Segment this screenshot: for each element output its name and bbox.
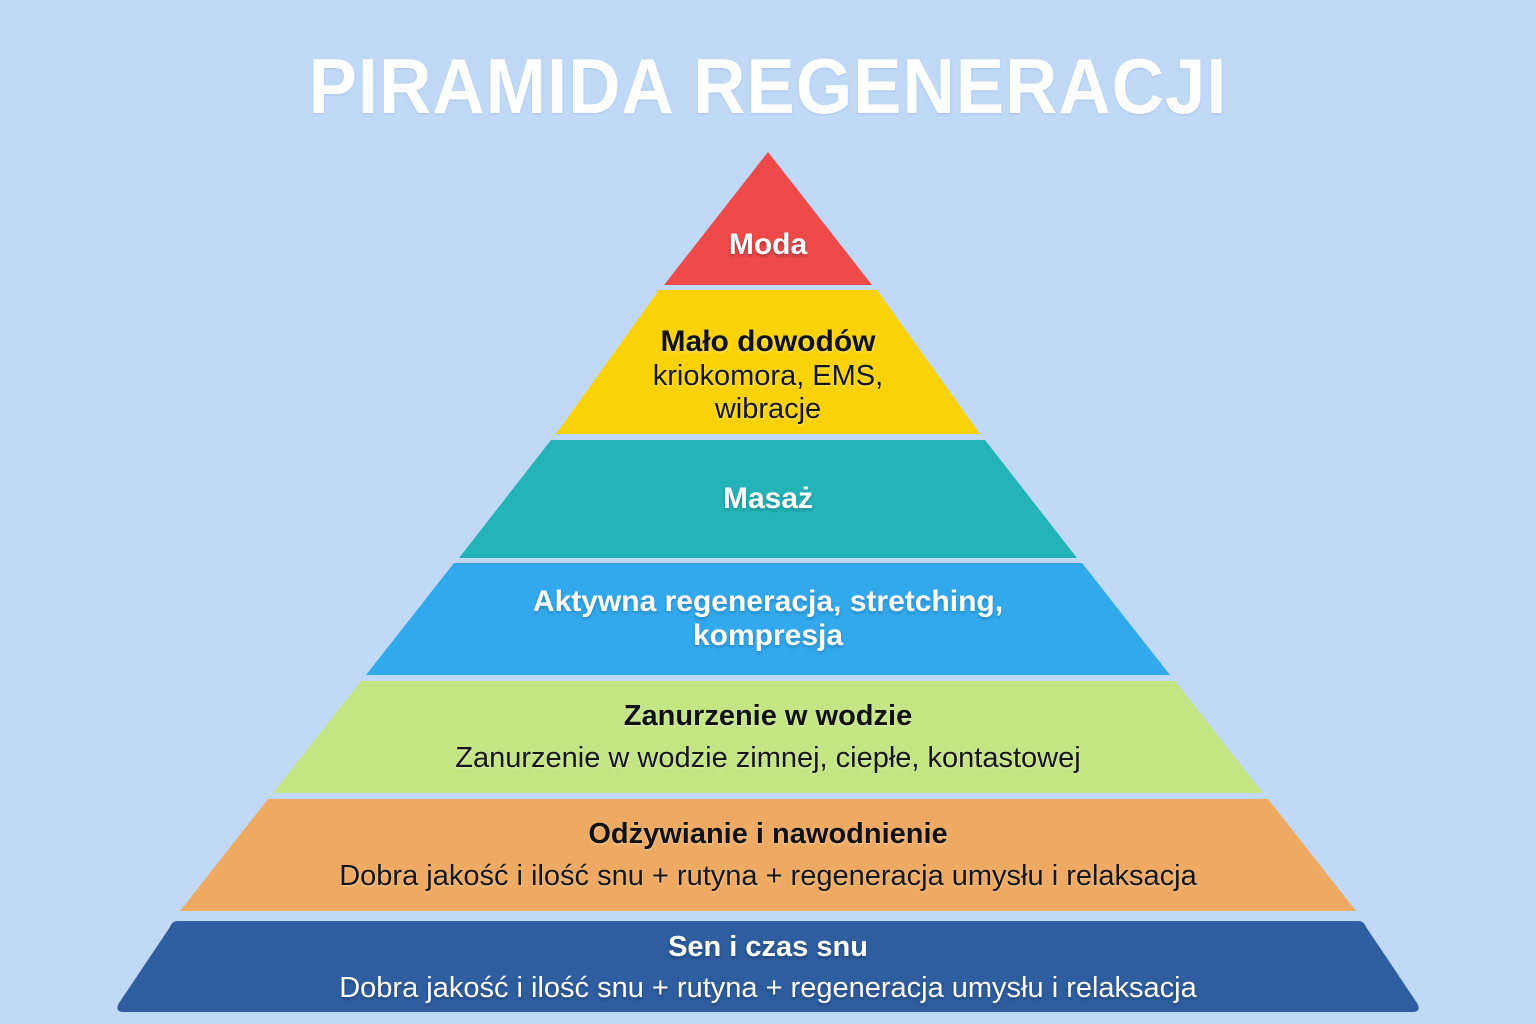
tier-7-title: Sen i czas snu	[668, 931, 868, 964]
tier-3-shape	[459, 440, 1077, 558]
pyramid-tier-2[interactable]: Mało dowodów kriokomora, EMS, wibracje	[0, 290, 1536, 434]
tier-6-labels: Odżywianie i nawodnienie Dobra jakość i …	[0, 818, 1536, 893]
pyramid-tier-7[interactable]: Sen i czas snu Dobra jakość i ilość snu …	[0, 917, 1536, 1018]
tier-5-subtitle: Zanurzenie w wodzie zimnej, ciepłe, kont…	[455, 742, 1081, 774]
tier-2-shape	[556, 290, 980, 434]
tier-7-shape	[117, 921, 1419, 1012]
tier-6-title: Odżywianie i nawodnienie	[588, 817, 948, 850]
tier-1-shape	[664, 152, 872, 285]
tier-1-title: Moda	[728, 227, 808, 261]
tier-6-subtitle: Dobra jakość i ilość snu + rutyna + rege…	[339, 860, 1197, 892]
tier-7-subtitle: Dobra jakość i ilość snu + rutyna + rege…	[339, 971, 1197, 1004]
tier-2-labels: Mało dowodów kriokomora, EMS, wibracje	[0, 299, 1536, 426]
tier-4-labels: Aktywna regeneracja, stretching, kompres…	[0, 585, 1536, 652]
pyramid-tier-6[interactable]: Odżywianie i nawodnienie Dobra jakość i …	[0, 799, 1536, 911]
tier-2-subtitle: kriokomora, EMS, wibracje	[652, 360, 884, 425]
tier-7-labels: Sen i czas snu Dobra jakość i ilość snu …	[0, 931, 1536, 1004]
pyramid-tier-5[interactable]: Zanurzenie w wodzie Zanurzenie w wodzie …	[0, 681, 1536, 793]
pyramid-tier-1[interactable]: Moda	[0, 152, 1536, 285]
tier-4-title: Aktywna regeneracja, stretching, kompres…	[532, 585, 1004, 652]
tier-6-shape	[180, 799, 1356, 911]
tier-1-labels: Moda	[0, 176, 1536, 262]
tier-5-labels: Zanurzenie w wodzie Zanurzenie w wodzie …	[0, 700, 1536, 775]
pyramid-tier-4[interactable]: Aktywna regeneracja, stretching, kompres…	[0, 563, 1536, 675]
tier-4-shape	[366, 563, 1170, 675]
tier-5-shape	[273, 681, 1263, 793]
tier-3-labels: Masaż	[0, 482, 1536, 516]
page-title: PIRAMIDA REGENERACJI	[308, 42, 1228, 130]
tier-2-title: Mało dowodów	[660, 324, 876, 358]
tier-5-title: Zanurzenie w wodzie	[623, 699, 913, 732]
tier-3-title: Masaż	[722, 482, 814, 516]
pyramid-tier-3[interactable]: Masaż	[0, 440, 1536, 558]
